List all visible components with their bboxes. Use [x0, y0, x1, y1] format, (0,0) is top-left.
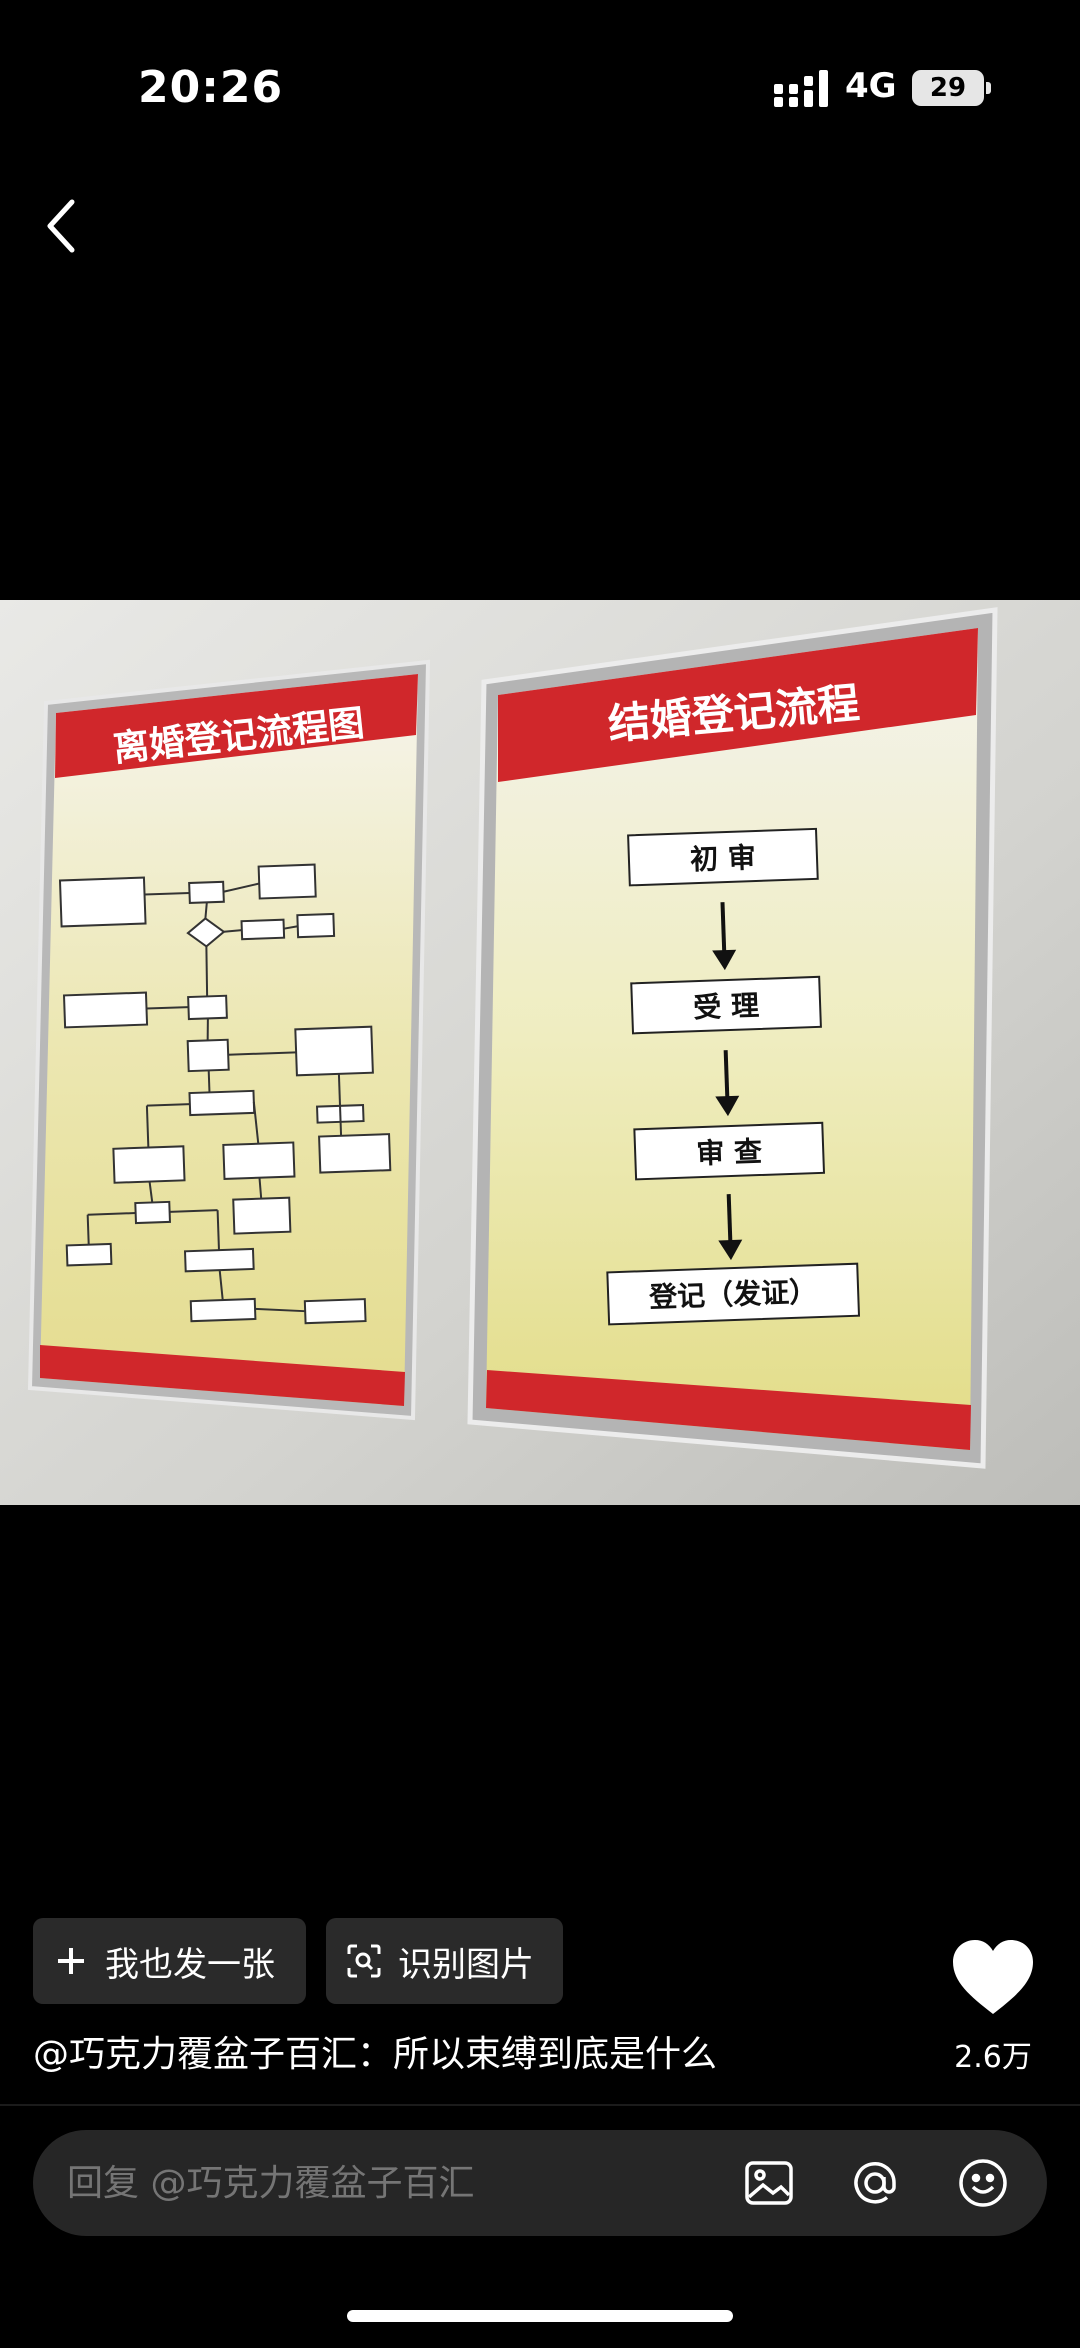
photo-scene: 离婚登记流程图: [0, 600, 1080, 1505]
status-time: 20:26: [138, 62, 284, 113]
back-chevron-icon[interactable]: [42, 196, 82, 256]
step-label-1: 初 审: [690, 841, 757, 876]
step-label-4: 登记（发证）: [648, 1275, 818, 1314]
battery-indicator: 29: [912, 70, 991, 106]
status-bar: 20:26 4G 29: [0, 0, 1080, 180]
step-box-3: [633, 1121, 826, 1181]
recognize-image-button[interactable]: 识别图片: [326, 1918, 563, 2004]
network-type: 4G: [845, 66, 897, 106]
post-same-label: 我也发一张: [105, 1944, 275, 1985]
divider: [0, 2104, 1080, 2106]
post-same-button[interactable]: 我也发一张: [33, 1918, 306, 2004]
plus-icon: [51, 1941, 91, 1981]
at-icon[interactable]: [849, 2157, 901, 2209]
recognize-image-label: 识别图片: [398, 1944, 534, 1985]
like-count: 2.6万: [954, 2040, 1032, 2075]
post-caption: @巧克力覆盆子百汇：所以束缚到底是什么: [33, 2034, 718, 2075]
image-icon[interactable]: [743, 2157, 795, 2209]
reply-input[interactable]: [65, 2130, 669, 2238]
step-box-2: [630, 975, 822, 1035]
step-label-2: 受 理: [693, 989, 760, 1024]
step-label-3: 审 查: [696, 1135, 763, 1170]
step-box-4: [606, 1262, 861, 1326]
step-box-1: [627, 827, 819, 887]
reply-bar: [33, 2130, 1047, 2238]
emoji-icon[interactable]: [957, 2157, 1009, 2209]
home-indicator[interactable]: [347, 2310, 733, 2322]
post-photo[interactable]: 离婚登记流程图: [0, 600, 1080, 1505]
heart-icon[interactable]: [950, 1938, 1036, 2018]
signal-icon: [774, 70, 828, 107]
scan-icon: [344, 1941, 384, 1981]
